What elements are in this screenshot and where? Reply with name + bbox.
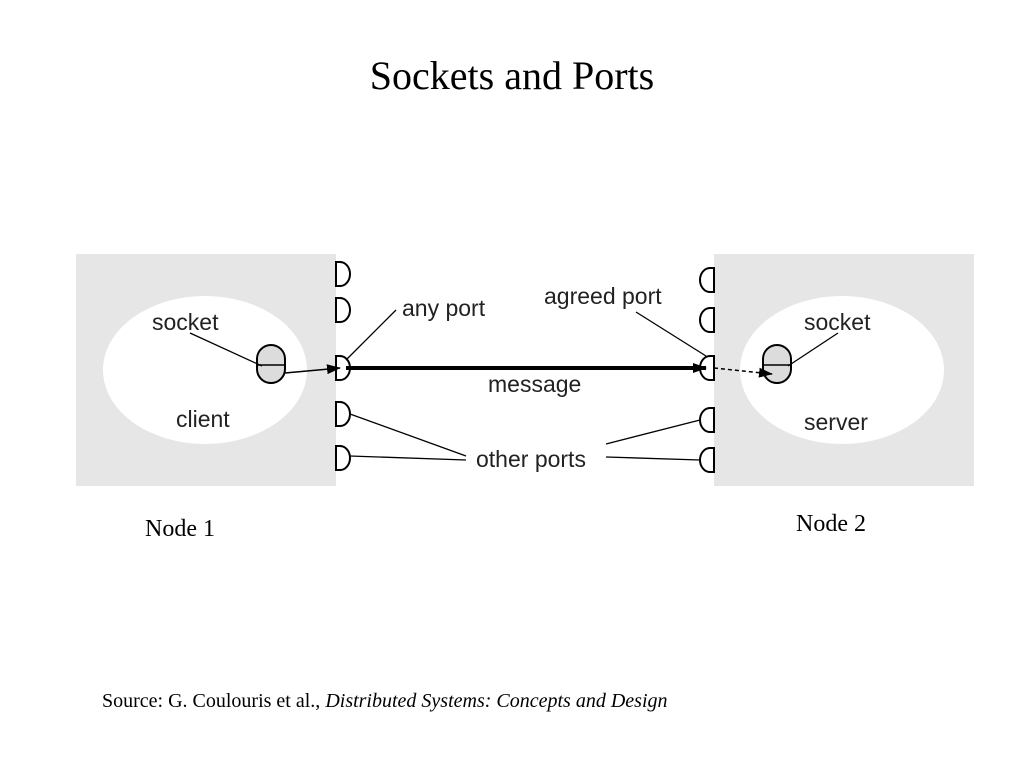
socket-left-label: socket — [152, 309, 219, 335]
other-ports-leader-line — [349, 413, 467, 457]
node1-port-icon — [335, 261, 351, 287]
node1-port-icon — [335, 297, 351, 323]
node2-port-icon — [699, 407, 715, 433]
client-label: client — [176, 406, 230, 432]
any-port-label: any port — [402, 295, 486, 321]
source-book-title: Distributed Systems: Concepts and Design — [325, 690, 668, 712]
node2-port-icon — [699, 307, 715, 333]
socket-right-label: socket — [804, 309, 871, 335]
other-ports-leader-line — [605, 456, 701, 461]
node2-port-icon — [699, 447, 715, 473]
agreed-port-leader-line — [635, 311, 707, 357]
node1-label: Node 1 — [145, 516, 215, 542]
client-process-ellipse — [103, 296, 307, 444]
slide-title: Sockets and Ports — [369, 53, 655, 98]
other-ports-label: other ports — [476, 446, 586, 472]
agreed-port-label: agreed port — [544, 283, 662, 309]
any-port-leader-line — [345, 309, 397, 361]
client-socket-to-port-arrow — [284, 364, 341, 375]
node2-port-icon — [699, 267, 715, 293]
message-label: message — [488, 371, 581, 397]
server-socket-icon — [762, 344, 792, 384]
socket-left-leader-line — [189, 332, 263, 367]
other-ports-leader-line — [605, 419, 701, 445]
node2-label: Node 2 — [796, 511, 866, 537]
server-process-ellipse — [740, 296, 944, 444]
node1-port-icon — [335, 401, 351, 427]
server-label: server — [804, 409, 868, 435]
port-to-server-socket-arrow — [713, 367, 773, 378]
client-socket-icon — [256, 344, 286, 384]
other-ports-leader-line — [349, 455, 467, 461]
node1-port-icon — [335, 445, 351, 471]
source-citation: Source: G. Coulouris et al., Distributed… — [102, 688, 668, 714]
socket-right-leader-line — [787, 332, 839, 367]
source-prefix: Source: G. Coulouris et al., — [102, 690, 326, 712]
